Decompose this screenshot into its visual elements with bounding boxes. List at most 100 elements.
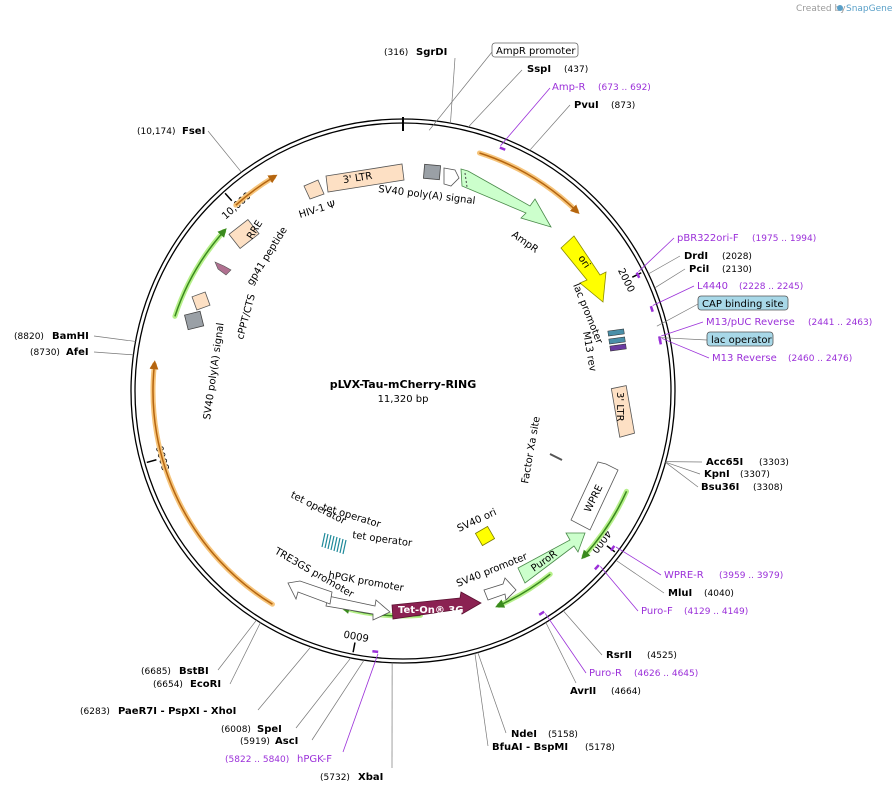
leader-paer7i-pspxi-xhoi [257, 646, 312, 711]
site-bfuai-bspmi[interactable]: BfuAI - BspMI [492, 742, 568, 753]
snapgene-logo-icon [837, 5, 843, 11]
site-asci[interactable]: AscI [275, 736, 298, 747]
site-paer7i-pspxi-xhoi[interactable]: PaeR7I - PspXI - XhoI [118, 706, 236, 717]
site-spei[interactable]: SpeI [257, 724, 282, 735]
feature-sv40-polya-left-box[interactable] [184, 310, 205, 331]
primer-mark-wpre-r [609, 545, 616, 552]
site-ecori-num: (6654) [153, 680, 183, 690]
leader-ndei [477, 652, 507, 734]
site-bsu36i[interactable]: Bsu36I [701, 482, 739, 493]
site-bamhi[interactable]: BamHI [52, 331, 89, 342]
primer-mark-pbr322ori-f [635, 272, 641, 279]
feature-sv40-polya-top-box[interactable] [422, 163, 442, 181]
primer-l4440-range: (2228 .. 2245) [739, 282, 803, 292]
credit-brand[interactable]: SnapGene [846, 4, 893, 14]
feature-tet-on-3g[interactable] [391, 591, 482, 620]
feature-ampr-label: AmpR [509, 229, 540, 255]
boxed-lac-operator[interactable]: lac operator [711, 335, 772, 346]
primer-wpre-r[interactable]: WPRE-R [664, 570, 704, 581]
feature-3ltr-right[interactable] [610, 385, 635, 438]
feature-gp41-box[interactable] [214, 261, 232, 276]
feature-ampr[interactable] [460, 168, 552, 228]
site-rsrii[interactable]: RsrII [606, 650, 632, 661]
leader-ecori [229, 622, 261, 685]
leader-bamhi [93, 335, 136, 342]
site-sgrdi[interactable]: SgrDI [416, 47, 447, 58]
leader-pcii [654, 268, 686, 289]
primer-hpgk-f[interactable]: hPGK-F [297, 754, 332, 765]
feature-cppt-box[interactable] [191, 291, 211, 311]
leader-bstbi [217, 619, 257, 671]
site-kpni[interactable]: KpnI [704, 469, 730, 480]
primer-leader-puro-r [544, 613, 587, 674]
primer-mark-puro-f [593, 564, 600, 571]
feature-rre[interactable] [228, 218, 260, 250]
site-avrii-num: (4664) [611, 687, 641, 697]
site-pcii[interactable]: PciI [689, 264, 709, 275]
site-sspi[interactable]: SspI [527, 64, 551, 75]
primer-amp-r[interactable]: Amp-R [552, 82, 586, 93]
feature-puror-label: PuroR [529, 549, 559, 575]
leader-lines [93, 51, 710, 769]
site-ndei[interactable]: NdeI [511, 729, 537, 740]
feature-sv40-promoter[interactable] [483, 577, 517, 601]
site-afei[interactable]: AfeI [66, 347, 89, 358]
primer-puro-r[interactable]: Puro-R [589, 668, 622, 679]
site-drdi-num: (2028) [722, 252, 752, 262]
site-pvui[interactable]: PvuI [574, 100, 599, 111]
site-acc65i[interactable]: Acc65I [706, 457, 743, 468]
primer-leader-puro-f [600, 566, 639, 612]
feature-sv40-polya-arrow[interactable] [443, 167, 460, 187]
site-bstbi-num: (6685) [141, 667, 171, 677]
site-paer7i-num: (6283) [80, 707, 110, 717]
site-kpni-num: (3307) [740, 470, 770, 480]
feature-sv40-ori[interactable] [474, 525, 496, 547]
primer-puro-f-range: (4129 .. 4149) [684, 607, 748, 617]
orf-left-track [149, 360, 273, 605]
primer-l4440[interactable]: L4440 [697, 281, 728, 292]
leader-bsu36i [665, 462, 699, 488]
boxed-ampr-promoter[interactable]: AmpR promoter [496, 46, 576, 57]
leader-bfuai-bspmi [474, 653, 489, 747]
site-xbai[interactable]: XbaI [358, 772, 383, 783]
plasmid-name: pLVX-Tau-mCherry-RING [330, 378, 477, 391]
site-fsei[interactable]: FseI [182, 126, 205, 137]
label-layer: (316) SgrDI SspI (437) PvuI (873) DrdI (… [14, 42, 872, 783]
feature-hiv1-psi-box[interactable] [303, 179, 325, 200]
orf-ampr-track [479, 152, 580, 214]
primer-leader-hpgk-f [342, 653, 379, 753]
primer-leader-wpre-r [615, 546, 662, 576]
site-xbai-num: (5732) [320, 773, 350, 783]
tick-mark-3 [146, 459, 157, 464]
primer-wpre-r-range: (3959 .. 3979) [719, 571, 783, 581]
boxed-cap-binding-site[interactable]: CAP binding site [702, 299, 784, 310]
site-avrii[interactable]: AvrII [570, 686, 596, 697]
feature-ori[interactable] [560, 235, 607, 303]
feature-3ltr-top[interactable] [325, 163, 405, 193]
site-drdi[interactable]: DrdI [684, 251, 708, 262]
feature-tet-on-3g-label: Tet-On® 3G [398, 605, 463, 616]
primer-m13-reverse[interactable]: M13 Reverse [712, 353, 777, 364]
site-fsei-num: (10,174) [137, 127, 176, 137]
site-ecori[interactable]: EcoRI [190, 679, 221, 690]
leader-rsrii [562, 610, 603, 656]
primer-puro-f[interactable]: Puro-F [641, 606, 673, 617]
site-sspi-num: (437) [564, 65, 588, 75]
primer-leader-amp-r [500, 87, 551, 146]
feature-tre3gs-promoter[interactable] [287, 580, 333, 605]
site-bstbi[interactable]: BstBI [179, 666, 209, 677]
leader-drdi [648, 255, 681, 275]
primer-pbr322ori-f[interactable]: pBR322ori-F [677, 233, 739, 244]
primer-mark-l4440 [649, 305, 654, 313]
boxed-cap-binding-site-frame [697, 295, 789, 311]
site-mlui[interactable]: MluI [668, 588, 692, 599]
feature-hpgk-promoter[interactable] [325, 595, 391, 621]
feature-factor-xa-label: Factor Xa site [520, 416, 543, 485]
feature-puror[interactable] [517, 532, 586, 584]
primer-m13-puc-reverse[interactable]: M13/pUC Reverse [706, 317, 795, 328]
primer-mark-amp-r [499, 146, 506, 151]
site-acc65i-num: (3303) [759, 458, 789, 468]
feature-tet-operator-glyph [321, 532, 347, 555]
feature-wpre[interactable] [570, 461, 619, 531]
site-bfuai-bspmi-num: (5178) [585, 743, 615, 753]
